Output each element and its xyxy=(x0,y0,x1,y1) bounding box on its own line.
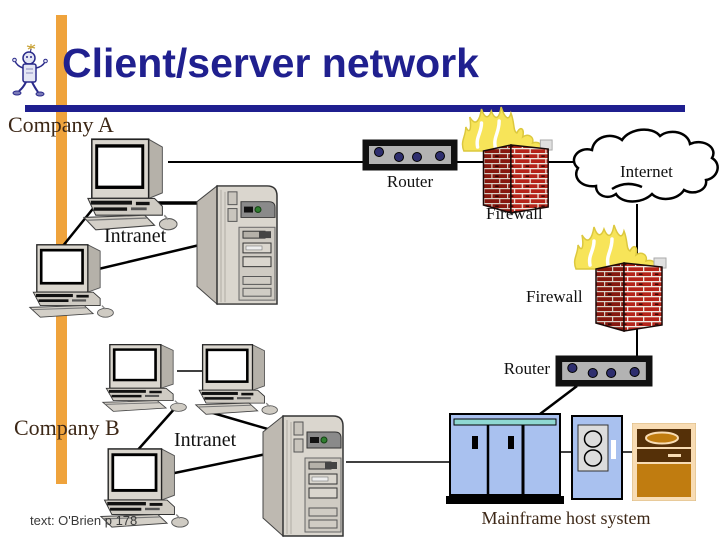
firewall-brick-flame-icon xyxy=(456,103,558,215)
tape-reel xyxy=(583,449,603,467)
router-icon xyxy=(362,139,458,171)
desktop-computer-icon xyxy=(101,343,189,413)
disk-cabinet-icon xyxy=(632,423,696,501)
server-tower-icon xyxy=(195,182,281,308)
router-icon xyxy=(555,355,653,387)
connection-line xyxy=(539,385,578,415)
router-a-label: Router xyxy=(386,172,434,191)
mainframe-teal-stripe xyxy=(453,418,557,426)
firewall-b-label: Firewall xyxy=(526,287,583,306)
desktop-computer-icon xyxy=(82,137,180,232)
server-tower-icon xyxy=(261,412,347,540)
internet-label: Internet xyxy=(620,162,673,181)
company-a-label: Company A xyxy=(8,112,114,137)
slide-title: Client/server network xyxy=(62,40,479,86)
tape-slot xyxy=(611,440,616,459)
mainframe-body xyxy=(449,413,561,496)
tape-reel xyxy=(583,430,603,448)
mainframe-door-handle xyxy=(472,436,478,449)
title-underline xyxy=(25,105,685,112)
walking-robot-icon xyxy=(12,44,48,97)
intranet-a-label: Intranet xyxy=(104,225,167,247)
source-note: text: O'Brien p 178 xyxy=(30,513,138,528)
disk-platter xyxy=(645,431,679,445)
tape-drive-icon xyxy=(571,415,623,500)
router-b-label: Router xyxy=(503,359,550,378)
connection-line xyxy=(135,406,177,453)
mainframe-base xyxy=(446,496,564,504)
mainframe-cabinet-icon xyxy=(446,413,564,504)
company-b-label: Company B xyxy=(14,415,120,440)
mainframe-label: Mainframe host system xyxy=(481,508,651,528)
mainframe-door-handle xyxy=(508,436,514,449)
desktop-computer-icon xyxy=(194,343,280,416)
connection-line xyxy=(159,450,277,478)
desktop-computer-icon xyxy=(28,243,116,319)
firewall-brick-flame-icon xyxy=(568,221,672,333)
connection-line xyxy=(89,241,209,273)
firewall-a-label: Firewall xyxy=(486,204,543,223)
disk-lower-panel xyxy=(637,464,691,497)
connection-line xyxy=(205,409,279,434)
disk-handle xyxy=(668,454,681,457)
intranet-b-label: Intranet xyxy=(174,429,237,451)
disk-mid-band xyxy=(637,449,691,462)
